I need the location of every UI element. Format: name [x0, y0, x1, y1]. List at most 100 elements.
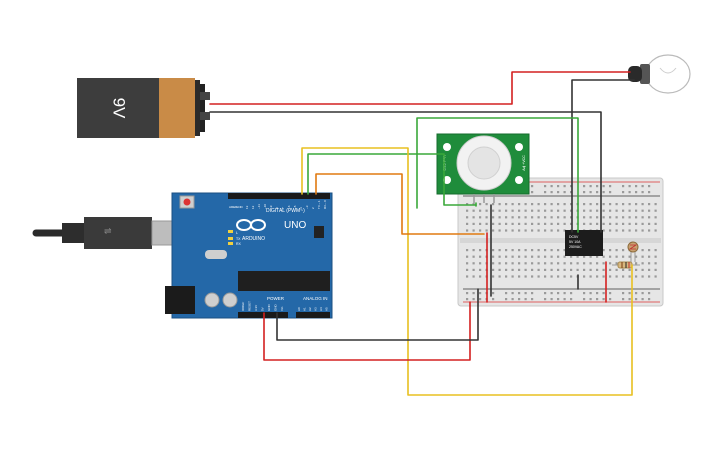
breadboard-hole[interactable]: [563, 292, 566, 295]
breadboard-hole[interactable]: [602, 185, 605, 188]
breadboard-hole[interactable]: [492, 268, 495, 271]
breadboard-hole[interactable]: [544, 191, 547, 194]
breadboard-hole[interactable]: [641, 268, 644, 271]
breadboard[interactable]: [457, 177, 664, 307]
breadboard-hole[interactable]: [648, 216, 651, 219]
breadboard-hole[interactable]: [518, 262, 521, 265]
breadboard-hole[interactable]: [622, 255, 625, 258]
breadboard-hole[interactable]: [492, 222, 495, 225]
breadboard-hole[interactable]: [498, 249, 501, 252]
breadboard-hole[interactable]: [466, 262, 469, 265]
breadboard-hole[interactable]: [557, 255, 560, 258]
breadboard-hole[interactable]: [466, 298, 469, 301]
breadboard-hole[interactable]: [472, 262, 475, 265]
breadboard-hole[interactable]: [479, 275, 482, 278]
breadboard-hole[interactable]: [609, 216, 612, 219]
breadboard-hole[interactable]: [563, 209, 566, 212]
breadboard-hole[interactable]: [583, 222, 586, 225]
breadboard-hole[interactable]: [570, 298, 573, 301]
breadboard-hole[interactable]: [492, 249, 495, 252]
breadboard-hole[interactable]: [596, 209, 599, 212]
breadboard-hole[interactable]: [531, 222, 534, 225]
breadboard-hole[interactable]: [557, 262, 560, 265]
breadboard-hole[interactable]: [466, 216, 469, 219]
breadboard-hole[interactable]: [492, 292, 495, 295]
breadboard-hole[interactable]: [563, 222, 566, 225]
breadboard-hole[interactable]: [550, 191, 553, 194]
breadboard-hole[interactable]: [492, 209, 495, 212]
breadboard-hole[interactable]: [524, 222, 527, 225]
breadboard-hole[interactable]: [635, 275, 638, 278]
breadboard-hole[interactable]: [589, 298, 592, 301]
breadboard-hole[interactable]: [518, 249, 521, 252]
breadboard-hole[interactable]: [550, 222, 553, 225]
breadboard-hole[interactable]: [550, 229, 553, 232]
breadboard-hole[interactable]: [576, 262, 579, 265]
breadboard-hole[interactable]: [602, 209, 605, 212]
breadboard-hole[interactable]: [479, 216, 482, 219]
breadboard-hole[interactable]: [628, 268, 631, 271]
breadboard-hole[interactable]: [524, 275, 527, 278]
breadboard-hole[interactable]: [654, 203, 657, 206]
breadboard-hole[interactable]: [654, 255, 657, 258]
breadboard-hole[interactable]: [472, 249, 475, 252]
breadboard-hole[interactable]: [557, 216, 560, 219]
breadboard-hole[interactable]: [537, 249, 540, 252]
battery-9v[interactable]: 9V: [77, 78, 210, 138]
breadboard-hole[interactable]: [537, 255, 540, 258]
breadboard-hole[interactable]: [589, 222, 592, 225]
breadboard-hole[interactable]: [498, 229, 501, 232]
photoresistor[interactable]: [627, 241, 639, 262]
breadboard-hole[interactable]: [524, 292, 527, 295]
breadboard-hole[interactable]: [622, 298, 625, 301]
breadboard-hole[interactable]: [641, 298, 644, 301]
breadboard-hole[interactable]: [563, 203, 566, 206]
breadboard-hole[interactable]: [511, 229, 514, 232]
breadboard-hole[interactable]: [492, 298, 495, 301]
breadboard-hole[interactable]: [641, 249, 644, 252]
breadboard-hole[interactable]: [544, 222, 547, 225]
breadboard-hole[interactable]: [602, 222, 605, 225]
breadboard-hole[interactable]: [635, 268, 638, 271]
breadboard-hole[interactable]: [550, 249, 553, 252]
breadboard-hole[interactable]: [583, 262, 586, 265]
breadboard-hole[interactable]: [472, 255, 475, 258]
breadboard-hole[interactable]: [602, 275, 605, 278]
breadboard-hole[interactable]: [524, 229, 527, 232]
breadboard-hole[interactable]: [518, 222, 521, 225]
breadboard-hole[interactable]: [635, 185, 638, 188]
breadboard-hole[interactable]: [511, 209, 514, 212]
breadboard-hole[interactable]: [557, 209, 560, 212]
breadboard-hole[interactable]: [622, 203, 625, 206]
breadboard-hole[interactable]: [583, 268, 586, 271]
breadboard-hole[interactable]: [570, 203, 573, 206]
breadboard-hole[interactable]: [615, 203, 618, 206]
breadboard-hole[interactable]: [602, 292, 605, 295]
arduino-uno[interactable]: DIGITAL (PWM~) ARDUINO UNO POWER ANALOG …: [165, 192, 333, 319]
breadboard-hole[interactable]: [628, 292, 631, 295]
breadboard-hole[interactable]: [615, 268, 618, 271]
breadboard-hole[interactable]: [466, 222, 469, 225]
breadboard-hole[interactable]: [654, 262, 657, 265]
breadboard-hole[interactable]: [563, 191, 566, 194]
breadboard-hole[interactable]: [615, 275, 618, 278]
breadboard-hole[interactable]: [654, 268, 657, 271]
breadboard-hole[interactable]: [524, 262, 527, 265]
breadboard-hole[interactable]: [589, 275, 592, 278]
breadboard-hole[interactable]: [570, 209, 573, 212]
breadboard-hole[interactable]: [602, 216, 605, 219]
breadboard-hole[interactable]: [648, 203, 651, 206]
breadboard-hole[interactable]: [557, 185, 560, 188]
breadboard-hole[interactable]: [596, 255, 599, 258]
breadboard-hole[interactable]: [550, 255, 553, 258]
breadboard-hole[interactable]: [641, 185, 644, 188]
breadboard-hole[interactable]: [654, 249, 657, 252]
breadboard-hole[interactable]: [466, 209, 469, 212]
breadboard-hole[interactable]: [589, 216, 592, 219]
breadboard-hole[interactable]: [609, 268, 612, 271]
breadboard-hole[interactable]: [479, 229, 482, 232]
breadboard-hole[interactable]: [518, 298, 521, 301]
breadboard-hole[interactable]: [544, 209, 547, 212]
breadboard-hole[interactable]: [570, 262, 573, 265]
